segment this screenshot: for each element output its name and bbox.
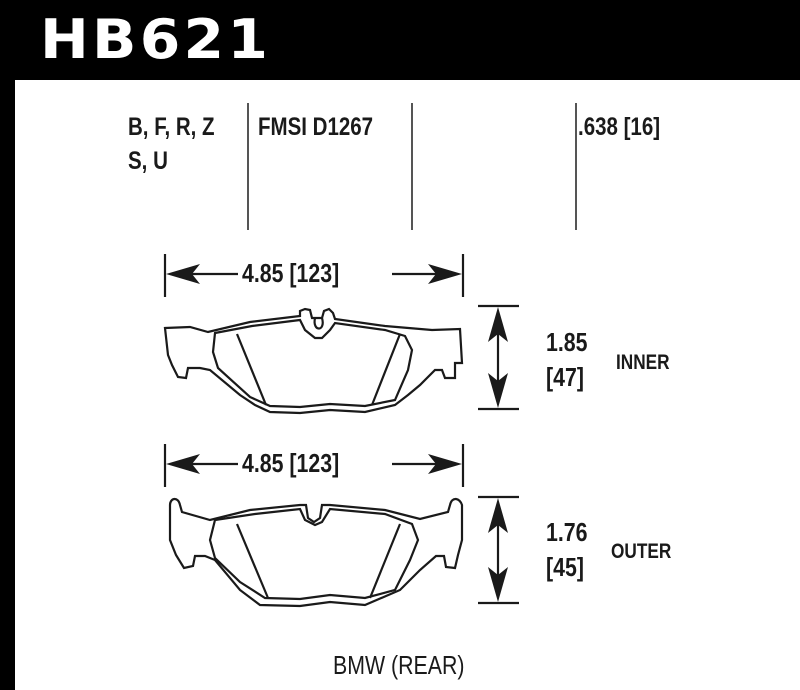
compounds-line1: B, F, R, Z [128, 113, 215, 141]
outer-height-dimension: 1.76 [546, 517, 588, 547]
column-divider [247, 103, 249, 230]
header-band [0, 0, 800, 80]
inner-width-dimension: 4.85 [123] [242, 258, 340, 288]
fmsi-number: FMSI D1267 [258, 113, 374, 141]
inner-height-dimension-mm: [47] [546, 362, 584, 392]
inner-height-dimension: 1.85 [546, 327, 588, 357]
column-divider [411, 103, 413, 230]
outer-height-dimension-mm: [45] [546, 552, 584, 582]
column-divider [575, 103, 577, 230]
part-number-title: HB621 [40, 8, 272, 71]
compounds-line2: S, U [128, 147, 168, 175]
outer-width-dimension: 4.85 [123] [242, 448, 340, 478]
left-border [0, 0, 15, 690]
vehicle-application: BMW (REAR) [333, 650, 465, 680]
outer-pad-label: OUTER [611, 540, 672, 563]
inner-pad-label: INNER [616, 351, 670, 374]
thickness-spec: .638 [16] [578, 113, 661, 141]
